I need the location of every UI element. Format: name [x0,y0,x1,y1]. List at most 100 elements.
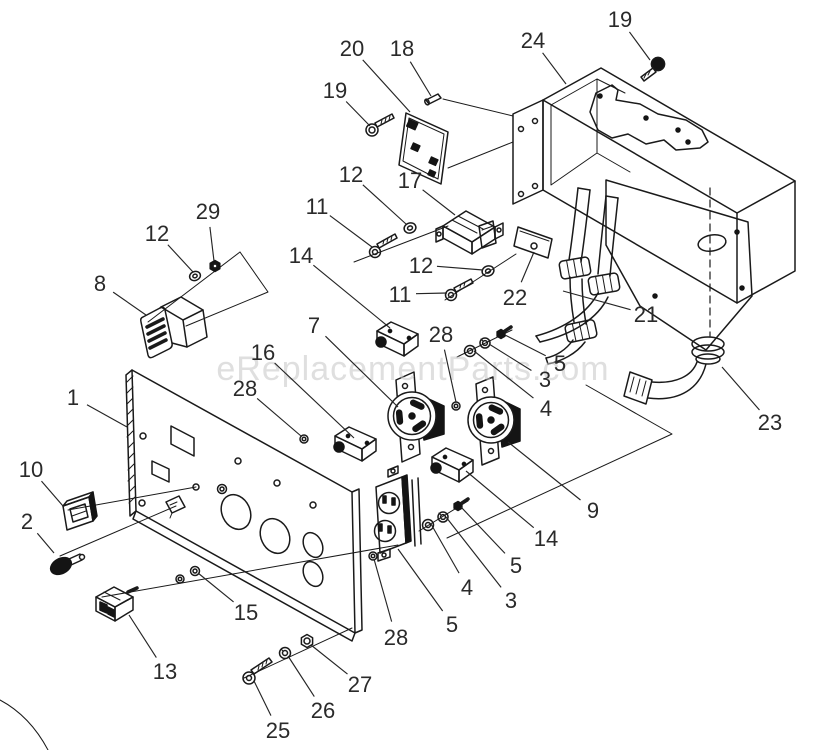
part-twistlock-receptacle-9 [467,376,521,466]
callout-label-22: 22 [503,285,527,310]
callout-leader-5 [397,548,444,612]
callout-label-13: 13 [153,659,177,684]
part-grommet-wire [623,336,725,405]
callout-leader-14 [465,470,535,529]
callout-leader-21 [562,290,631,311]
callout-label-28: 28 [384,625,408,650]
callout-label-28: 28 [233,376,257,401]
part-clip [165,495,186,519]
callout-leader-28 [443,349,457,403]
part-louver-breaker [140,296,208,359]
diagram-line-art [0,56,796,750]
callout-leader-5 [460,506,506,554]
callout-label-14: 14 [534,526,558,551]
callout-leader-26 [287,655,315,697]
part-rocker-switch [62,491,98,531]
callout-leader-4 [473,350,534,399]
callout-leader-13 [128,614,157,658]
callout-leader-18 [409,61,432,97]
callout-leader-7 [325,335,399,408]
callout-label-27: 27 [348,672,372,697]
screw-19-left [365,113,395,137]
callout-leader-28 [373,558,393,622]
callout-leader-11 [415,292,448,295]
callout-leader-3 [488,343,532,372]
callout-label-9: 9 [587,498,599,523]
callout-leader-27 [310,644,348,675]
callout-label-11: 11 [389,282,412,307]
top-bracket [589,84,709,151]
callout-leader-19 [345,101,371,127]
callout-leader-lines [36,31,760,716]
part-duplex-receptacle [373,465,422,562]
callout-leader-12 [362,184,407,225]
callout-leader-14 [313,264,391,329]
part-lamp [49,553,86,576]
callout-label-23: 23 [758,410,782,435]
callout-leader-20 [362,59,411,113]
callout-label-15: 15 [234,600,258,625]
explosion-axis-lines [0,98,711,750]
part-breaker-16 [333,426,377,462]
callout-label-28: 28 [429,322,453,347]
callout-leader-22 [520,251,535,283]
callout-label-18: 18 [390,36,414,61]
callout-label-10: 10 [19,457,43,482]
callout-leader-19 [628,31,651,61]
callout-label-20: 20 [340,36,364,61]
callout-leader-11 [329,215,373,248]
callout-leader-8 [112,291,147,316]
callout-label-26: 26 [311,698,335,723]
callout-label-3: 3 [539,367,551,392]
panel-cutouts [138,425,324,588]
callout-leader-17 [422,189,456,216]
callout-label-12: 12 [409,253,433,278]
callout-leader-5 [504,334,547,357]
callout-label-5: 5 [446,612,458,637]
callout-leader-1 [86,404,128,428]
part-plate-22 [478,220,553,259]
callout-leader-10 [41,480,64,507]
callout-leader-12 [436,265,484,271]
callout-label-14: 14 [289,243,313,268]
callout-label-21: 21 [634,302,658,327]
callout-leader-24 [542,52,567,85]
part-control-panel [125,369,363,642]
callout-label-1: 1 [67,385,79,410]
callout-leader-28 [256,397,302,437]
callout-label-4: 4 [540,396,552,421]
callout-label-24: 24 [521,28,545,53]
callout-leader-23 [721,366,760,411]
callout-label-11: 11 [306,194,329,219]
part-enclosure-box [512,67,796,351]
part-breaker-14-lower [430,447,474,483]
part-twistlock-receptacle-7 [387,371,445,463]
callout-label-19: 19 [608,7,632,32]
callout-label-5: 5 [554,351,566,376]
callout-label-17: 17 [398,168,422,193]
panel-edge-hatching [126,375,136,504]
callout-label-25: 25 [266,718,290,743]
callout-leader-25 [253,680,272,716]
callout-leader-2 [36,532,55,554]
fasteners [175,222,513,685]
callout-label-12: 12 [145,221,169,246]
part-wire-straps [535,187,621,365]
callout-leader-29 [209,226,215,262]
callout-label-16: 16 [251,340,275,365]
part-circuit-board [398,112,449,185]
callout-label-8: 8 [94,271,106,296]
callout-label-5: 5 [510,553,522,578]
louver-slats [145,317,168,350]
callout-label-12: 12 [339,162,363,187]
rear-skirt-panel [605,179,753,351]
callout-label-2: 2 [21,509,33,534]
callout-leader-15 [197,572,234,603]
callout-label-29: 29 [196,199,220,224]
callout-label-7: 7 [308,313,320,338]
callout-label-19: 19 [323,78,347,103]
part-relay-switch [435,210,504,255]
